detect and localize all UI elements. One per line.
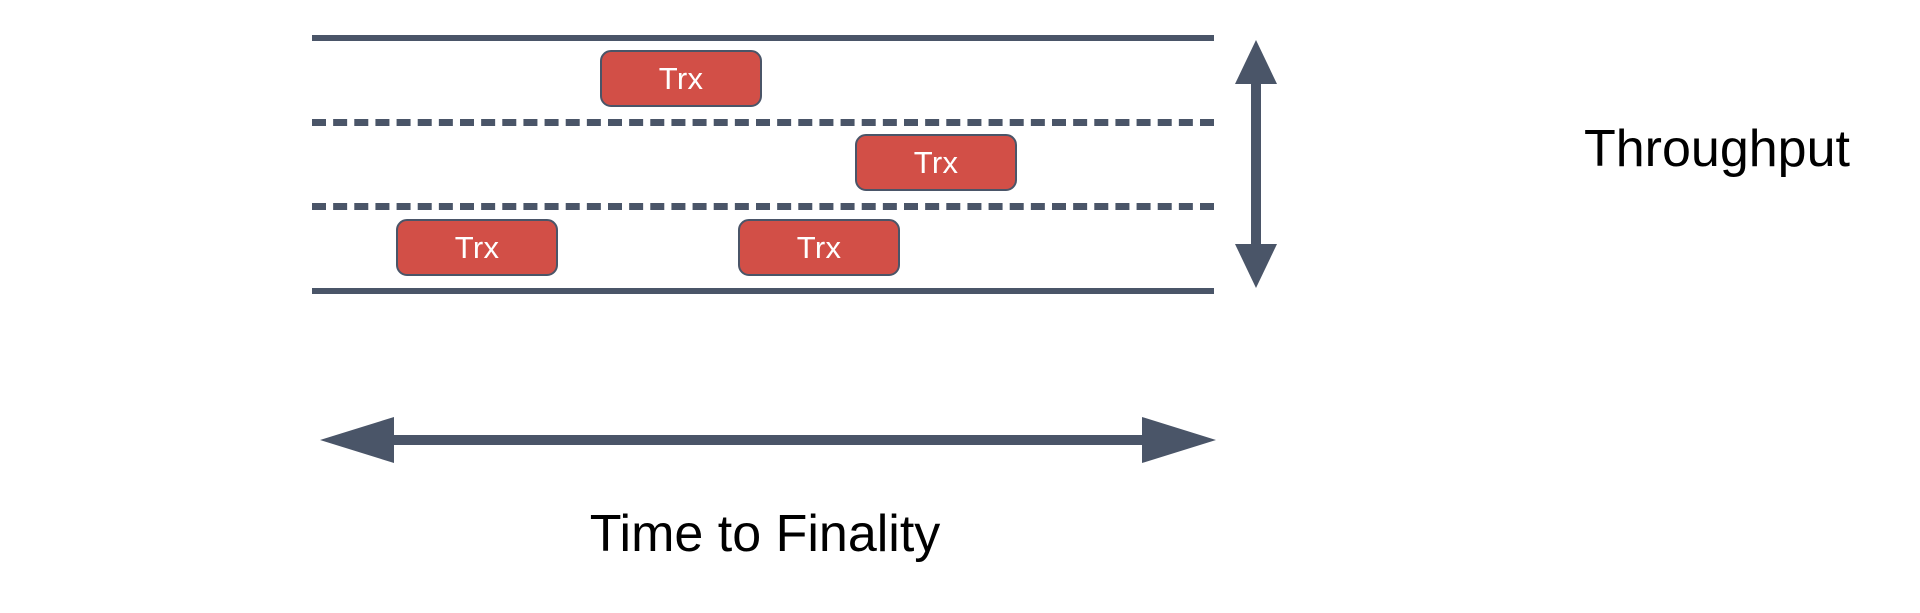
channel-bottom-boundary-line <box>312 288 1214 294</box>
transaction-box: Trx <box>396 219 558 276</box>
throughput-arrow-icon <box>1232 38 1280 290</box>
transaction-box: Trx <box>600 50 762 107</box>
channel-top-boundary-line <box>312 35 1214 41</box>
transaction-box: Trx <box>738 219 900 276</box>
throughput-label: Throughput <box>1584 120 1850 178</box>
time-to-finality-label: Time to Finality <box>589 505 941 563</box>
lane-divider-upper-line <box>312 119 1214 126</box>
lane-divider-lower-line <box>312 203 1214 210</box>
time-to-finality-arrow-icon <box>318 408 1218 472</box>
transaction-box: Trx <box>855 134 1017 191</box>
